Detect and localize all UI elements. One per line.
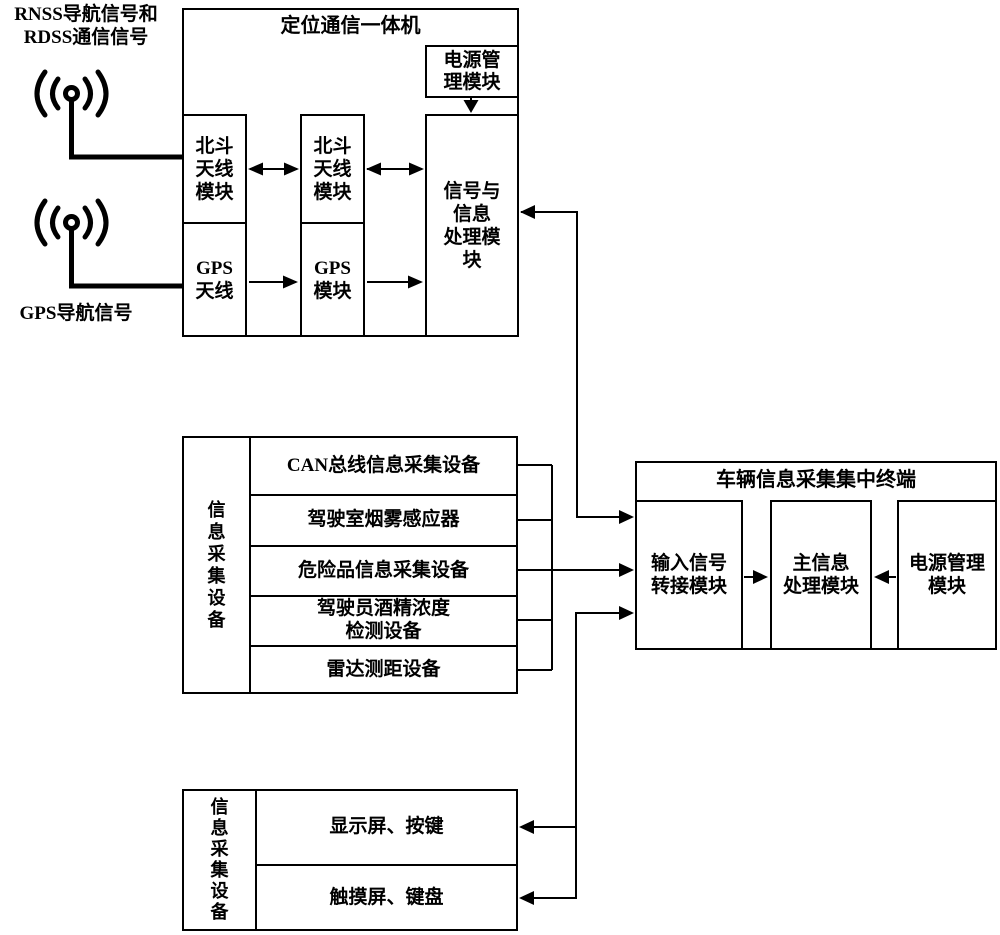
gps-module-box: GPS 模块 [300,222,365,337]
device-row-alcohol-detect: 驾驶员酒精浓度 检测设备 [316,598,450,642]
row-divider [249,645,518,647]
power-mgmt-module-box-terminal: 电源管理 模块 [897,500,997,650]
device-row-radar-ranging: 雷达测距设备 [326,659,441,680]
info-collection-top-box [182,436,518,694]
gps-antenna-box: GPS 天线 [182,222,247,337]
row-divider [249,494,518,496]
main-info-module-box: 主信息 处理模块 [770,500,872,650]
info-collection-bottom-divider [255,789,257,931]
device-row-display-keys: 显示屏、按键 [329,816,444,837]
beidou-module-box: 北斗 天线 模块 [300,114,365,224]
device-row-smoke-sensor: 驾驶室烟雾感应器 [307,509,460,530]
device-row-touchscreen-keyboard: 触摸屏、键盘 [329,887,444,908]
vehicle-terminal-title: 车辆信息采集集中终端 [716,468,916,491]
info-collection-bottom-box [182,789,518,931]
device-row-can-bus: CAN总线信息采集设备 [286,454,481,476]
positioning-comm-unit-title: 定位通信一体机 [280,14,421,37]
input-signal-module-box: 输入信号 转接模块 [635,500,743,650]
rnss-rdss-signal-label: RNSS导航信号和 RDSS通信信号 [14,4,158,48]
info-collection-bottom-side-label: 信 息 采 集 设 备 [210,797,229,922]
info-collection-top-divider [249,436,251,694]
beidou-antenna-module-box: 北斗 天线 模块 [182,114,247,224]
power-mgmt-module-box-top: 电源管 理模块 [425,45,519,98]
gps-signal-label: GPS导航信号 [19,302,133,324]
row-divider [255,864,518,866]
row-divider [249,545,518,547]
signal-info-processing-module-box: 信号与 信息 处理模 块 [425,114,519,337]
row-divider [249,595,518,597]
info-collection-top-side-label: 信 息 采 集 设 备 [207,500,226,630]
device-row-hazardous-goods: 危险品信息采集设备 [297,559,469,581]
